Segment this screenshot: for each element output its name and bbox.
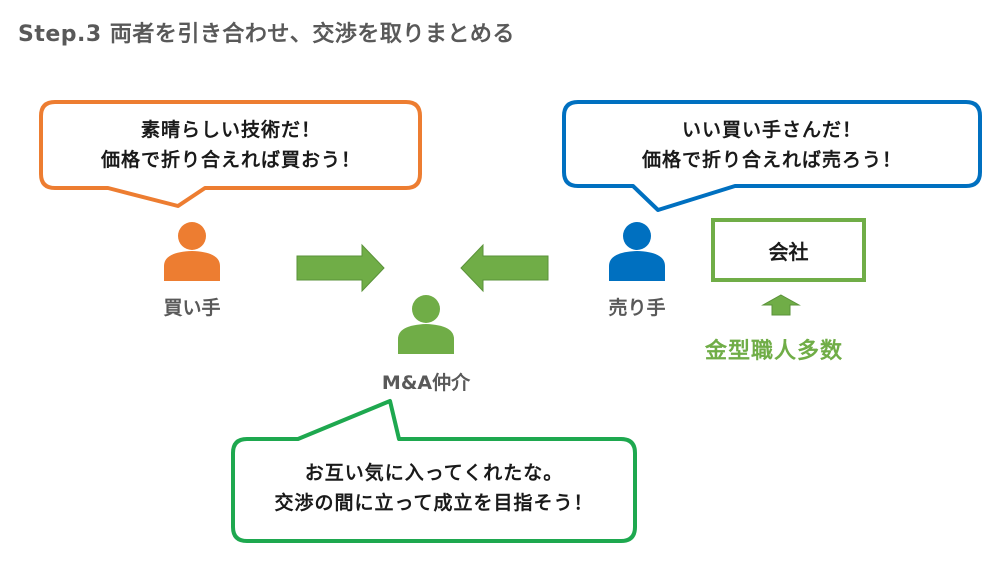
arrow-up-icon: [761, 294, 801, 316]
company-label: 会社: [768, 240, 809, 264]
buyer-label: 買い手: [163, 297, 221, 319]
craftsmen-label: 金型職人多数: [705, 339, 844, 364]
arrow-left-icon: [460, 243, 549, 293]
buyer-speech-line1: 素晴らしい技術だ！: [140, 119, 321, 141]
seller-label: 売り手: [608, 297, 666, 319]
buyer-speech-line2: 価格で折り合えれば買おう！: [100, 149, 361, 171]
seller-speech-line2: 価格で折り合えれば売ろう！: [641, 149, 902, 171]
broker-speech-line1: お互い気に入ってくれたな。: [304, 462, 564, 484]
arrow-right-icon: [296, 243, 385, 293]
seller-person-icon: [609, 222, 665, 281]
page-title: Step.3 両者を引き合わせ、交渉を取りまとめる: [18, 22, 515, 47]
seller-speech-line1: いい買い手さんだ！: [681, 119, 862, 141]
company-box: [711, 218, 866, 282]
buyer-person-icon: [164, 222, 220, 281]
broker-speech-text: お互い気に入ってくれたな。 交渉の間に立って成立を目指そう！: [233, 458, 635, 518]
buyer-speech-text: 素晴らしい技術だ！ 価格で折り合えれば買おう！: [41, 115, 421, 175]
broker-speech-bubble: [231, 399, 637, 543]
broker-label: M&A仲介: [381, 372, 471, 394]
buyer-speech-bubble: [39, 100, 422, 208]
seller-speech-bubble: [562, 100, 982, 212]
broker-person-icon: [398, 295, 454, 354]
seller-speech-text: いい買い手さんだ！ 価格で折り合えれば売ろう！: [564, 115, 980, 175]
broker-speech-line2: 交渉の間に立って成立を目指そう！: [274, 492, 594, 514]
